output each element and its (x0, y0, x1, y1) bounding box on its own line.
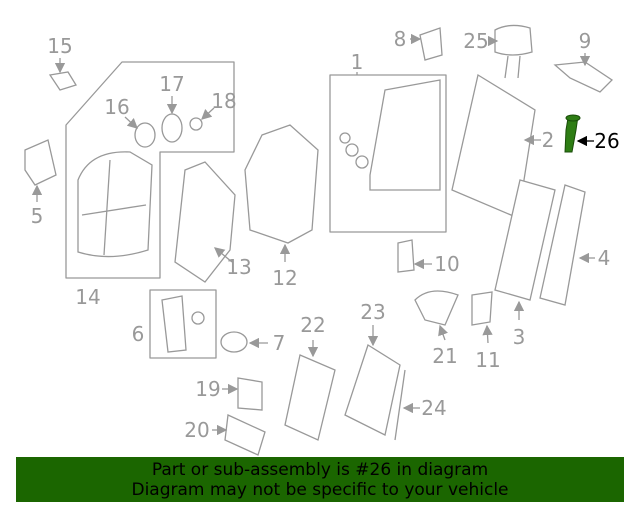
part-23 (344, 344, 401, 436)
callout-6[interactable]: 6 (132, 322, 145, 346)
callout-8[interactable]: 8 (394, 27, 407, 51)
part-21 (414, 290, 459, 326)
part-9 (553, 61, 614, 93)
callout-25[interactable]: 25 (463, 29, 488, 53)
banner-line-disclaimer: Diagram may not be specific to your vehi… (131, 479, 509, 500)
group-1-box (329, 74, 447, 233)
group-6-box (149, 289, 217, 359)
part-10 (397, 239, 415, 273)
callout-20[interactable]: 20 (184, 418, 209, 442)
callout-16[interactable]: 16 (104, 95, 129, 119)
part-26-highlighted[interactable] (564, 114, 581, 153)
part-4 (539, 184, 586, 306)
callout-14[interactable]: 14 (75, 285, 100, 309)
part-20 (224, 414, 266, 456)
part-11 (471, 291, 493, 326)
part-17 (161, 113, 183, 143)
callout-4[interactable]: 4 (598, 246, 611, 270)
callout-13[interactable]: 13 (226, 255, 251, 279)
part-5 (24, 139, 57, 186)
part-16 (134, 122, 156, 148)
part-22 (284, 354, 336, 441)
callout-9[interactable]: 9 (579, 29, 592, 53)
banner-line-part-number: Part or sub-assembly is #26 in diagram (151, 459, 489, 480)
part-3 (494, 179, 556, 301)
callout-19[interactable]: 19 (195, 377, 220, 401)
part-19 (237, 377, 263, 411)
callout-5[interactable]: 5 (31, 204, 44, 228)
part-15 (48, 71, 77, 91)
callout-3[interactable]: 3 (513, 325, 526, 349)
part-24 (394, 369, 406, 441)
callout-11[interactable]: 11 (475, 348, 500, 372)
callout-17[interactable]: 17 (159, 72, 184, 96)
callout-7[interactable]: 7 (273, 331, 286, 355)
callout-26-highlighted[interactable]: 26 (594, 129, 619, 153)
part-info-banner: Part or sub-assembly is #26 in diagram D… (16, 457, 624, 502)
callout-12[interactable]: 12 (272, 266, 297, 290)
callout-18[interactable]: 18 (211, 89, 236, 113)
callout-23[interactable]: 23 (360, 300, 385, 324)
part-12 (244, 124, 319, 244)
part-seat-cushion (77, 151, 153, 258)
callout-22[interactable]: 22 (300, 313, 325, 337)
callout-10[interactable]: 10 (434, 252, 459, 276)
part-7 (220, 331, 248, 353)
part-18 (189, 117, 203, 131)
part-25-headrest (494, 24, 533, 56)
callout-1[interactable]: 1 (351, 50, 364, 74)
callout-21[interactable]: 21 (432, 344, 457, 368)
callout-24[interactable]: 24 (421, 396, 446, 420)
part-8 (419, 27, 443, 61)
group-14-outline (65, 61, 235, 279)
callout-15[interactable]: 15 (47, 34, 72, 58)
callout-2[interactable]: 2 (542, 128, 555, 152)
